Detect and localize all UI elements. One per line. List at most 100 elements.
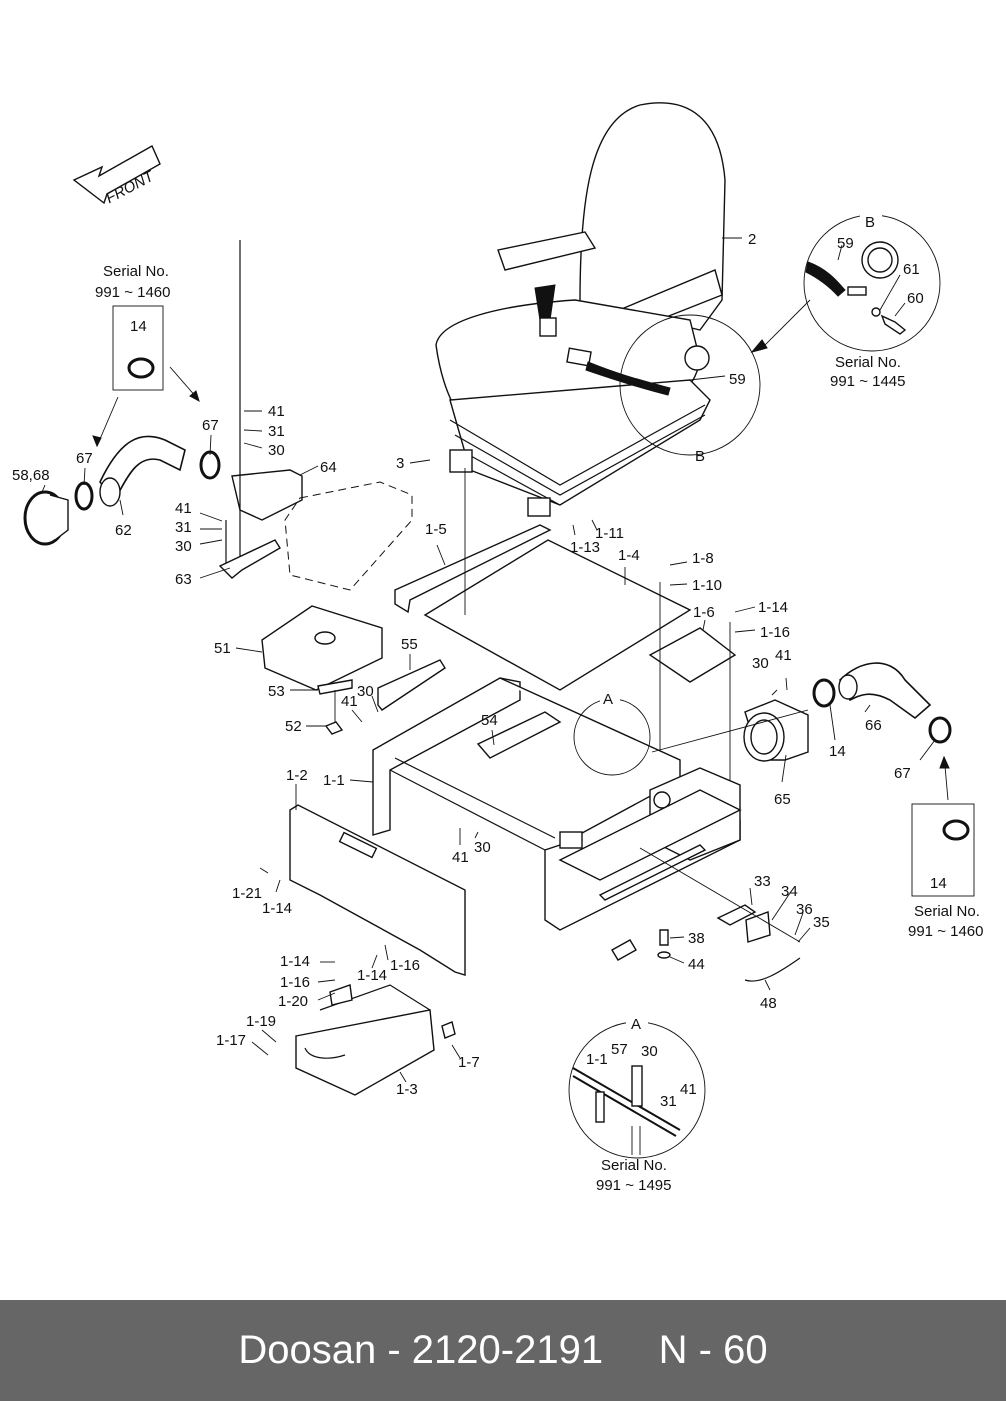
serial-note-right-part: 14 bbox=[930, 875, 947, 892]
latch-parts bbox=[639, 847, 801, 982]
footer-brand: Doosan bbox=[238, 1328, 377, 1372]
callout-b-main: B bbox=[695, 448, 705, 465]
callout-1-8: 1-8 bbox=[692, 550, 714, 567]
air-duct-parts bbox=[261, 605, 446, 735]
callout-1-19: 1-19 bbox=[246, 1013, 276, 1030]
detail-a-label: A bbox=[631, 1016, 641, 1033]
callout-41-a: 41 bbox=[268, 403, 285, 420]
detail-b-zone bbox=[619, 314, 761, 456]
serial-note-left-title: Serial No. bbox=[103, 263, 169, 280]
parts-diagram: FRONT Serial No. 991 ~ 1460 14 bbox=[12, 102, 984, 1194]
callout-1-14-b: 1-14 bbox=[262, 900, 292, 917]
front-panel bbox=[289, 804, 466, 976]
callout-1-14-a: 1-14 bbox=[758, 599, 788, 616]
callout-31-b: 31 bbox=[175, 519, 192, 536]
callout-31-a: 31 bbox=[268, 423, 285, 440]
callout-labels: 2 3 59 B 58,68 67 62 67 41 31 30 64 41 3… bbox=[12, 231, 924, 1110]
footer-bar: Doosan - 2120-2191 N - 60 bbox=[0, 1300, 1006, 1401]
callout-62: 62 bbox=[115, 522, 132, 539]
callout-1-2: 1-2 bbox=[286, 767, 308, 784]
callout-55: 55 bbox=[401, 636, 418, 653]
operator-seat bbox=[435, 102, 726, 517]
callout-1-5: 1-5 bbox=[425, 521, 447, 538]
callout-1-7: 1-7 bbox=[458, 1054, 480, 1071]
seat-plates bbox=[394, 468, 737, 830]
left-duct-assembly bbox=[23, 240, 303, 579]
callout-41-e: 41 bbox=[452, 849, 469, 866]
hose-clamp-icon-right bbox=[942, 819, 970, 841]
callout-51: 51 bbox=[214, 640, 231, 657]
detail-b-serial-title: Serial No. bbox=[835, 354, 901, 371]
callout-52: 52 bbox=[285, 718, 302, 735]
serial-note-left-range: 991 ~ 1460 bbox=[95, 284, 171, 301]
callout-1-14-c: 1-14 bbox=[280, 953, 310, 970]
callout-53: 53 bbox=[268, 683, 285, 700]
callout-41-c: 41 bbox=[775, 647, 792, 664]
callout-44: 44 bbox=[688, 956, 705, 973]
callout-1-10: 1-10 bbox=[692, 577, 722, 594]
callout-60: 60 bbox=[907, 290, 924, 307]
callout-59-b: 59 bbox=[837, 235, 854, 252]
footer-gap bbox=[603, 1328, 659, 1373]
callout-a-main: A bbox=[603, 691, 613, 708]
callout-30-d: 30 bbox=[357, 683, 374, 700]
storage-drawer bbox=[295, 984, 456, 1096]
callout-1-16-a: 1-16 bbox=[760, 624, 790, 641]
detail-b-label: B bbox=[865, 214, 875, 231]
callout-48: 48 bbox=[760, 995, 777, 1012]
callout-1-20: 1-20 bbox=[278, 993, 308, 1010]
callout-61: 61 bbox=[903, 261, 920, 278]
main-frame bbox=[372, 677, 742, 961]
detail-b-serial-range: 991 ~ 1445 bbox=[830, 373, 906, 390]
callout-66: 66 bbox=[865, 717, 882, 734]
front-direction-arrow: FRONT bbox=[72, 145, 161, 207]
callout-57: 57 bbox=[611, 1041, 628, 1058]
callout-1-6: 1-6 bbox=[693, 604, 715, 621]
callout-34: 34 bbox=[781, 883, 798, 900]
callout-36: 36 bbox=[796, 901, 813, 918]
callout-41-f: 41 bbox=[680, 1081, 697, 1098]
detail-b-callout: B Serial No. 991 ~ 1445 bbox=[803, 210, 941, 390]
callout-67-a: 67 bbox=[76, 450, 93, 467]
callout-58-68: 58,68 bbox=[12, 467, 50, 484]
callout-1-3: 1-3 bbox=[396, 1081, 418, 1098]
callout-38: 38 bbox=[688, 930, 705, 947]
callout-33: 33 bbox=[754, 873, 771, 890]
callout-59-main: 59 bbox=[729, 371, 746, 388]
callout-3: 3 bbox=[396, 455, 404, 472]
serial-note-right: 14 Serial No. 991 ~ 1460 bbox=[908, 755, 984, 940]
serial-note-left: Serial No. 991 ~ 1460 14 bbox=[92, 263, 200, 448]
callout-65: 65 bbox=[774, 791, 791, 808]
callout-1-11: 1-11 bbox=[595, 525, 624, 542]
callout-1-1-a: 1-1 bbox=[586, 1051, 608, 1068]
leader-lines bbox=[41, 237, 936, 1083]
callout-41-b: 41 bbox=[175, 500, 192, 517]
detail-a-callout: A Serial No. 991 ~ 1495 bbox=[568, 1016, 706, 1194]
callout-1-21: 1-21 bbox=[232, 885, 262, 902]
callout-64: 64 bbox=[320, 459, 337, 476]
callout-41-d: 41 bbox=[341, 693, 358, 710]
serial-note-right-title: Serial No. bbox=[914, 903, 980, 920]
callout-1-17: 1-17 bbox=[216, 1032, 246, 1049]
callout-30-b: 30 bbox=[175, 538, 192, 555]
callout-31-f: 31 bbox=[660, 1093, 677, 1110]
callout-1-4: 1-4 bbox=[618, 547, 640, 564]
detail-a-serial-range: 991 ~ 1495 bbox=[596, 1177, 672, 1194]
detail-a-serial-title: Serial No. bbox=[601, 1157, 667, 1174]
callout-2: 2 bbox=[748, 231, 756, 248]
callout-1-13: 1-13 bbox=[570, 539, 600, 556]
callout-30-c: 30 bbox=[752, 655, 769, 672]
callout-30-a: 30 bbox=[268, 442, 285, 459]
footer-part-number: 2120-2191 bbox=[411, 1328, 604, 1372]
callout-30-f: 30 bbox=[641, 1043, 658, 1060]
callout-63: 63 bbox=[175, 571, 192, 588]
callout-1-14-d: 1-14 bbox=[357, 967, 387, 984]
callout-67-b: 67 bbox=[202, 417, 219, 434]
callout-30-e: 30 bbox=[474, 839, 491, 856]
callout-1-16-c: 1-16 bbox=[280, 974, 310, 991]
callout-1-16-d: 1-16 bbox=[390, 957, 420, 974]
callout-67-c: 67 bbox=[894, 765, 911, 782]
serial-note-left-part: 14 bbox=[130, 318, 147, 335]
serial-note-right-range: 991 ~ 1460 bbox=[908, 923, 984, 940]
callout-1-1: 1-1 bbox=[323, 772, 345, 789]
